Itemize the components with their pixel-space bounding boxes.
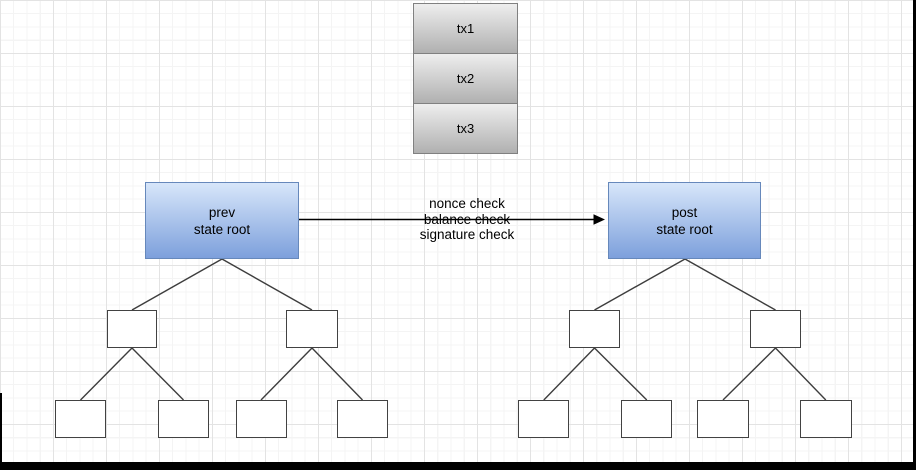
prev-state-root-box: prev state root (145, 182, 299, 259)
prev-tree-leaf-3 (236, 400, 287, 438)
post-tree-leaf-2 (621, 400, 672, 438)
tx2-label: tx2 (456, 71, 475, 86)
prev-state-root-label: prev state root (193, 204, 251, 237)
post-state-root-label: post state root (656, 204, 713, 237)
post-tree-leaf-1 (518, 400, 569, 438)
post-tree-mid-left (569, 310, 620, 348)
nonce-check-label: nonce check (429, 196, 505, 211)
transition-checks-label: nonce check balance check signature chec… (376, 196, 558, 243)
prev-tree-mid-left (107, 310, 157, 348)
tx2-box: tx2 (413, 53, 518, 104)
post-tree-leaf-3 (697, 400, 749, 438)
tx3-box: tx3 (413, 103, 518, 154)
prev-tree-leaf-1 (55, 400, 106, 438)
state-transition-arrow (299, 214, 605, 225)
post-tree-edges (543, 258, 827, 401)
tree-edges-and-arrow (80, 214, 827, 401)
prev-tree-leaf-2 (158, 400, 209, 438)
prev-tree-leaf-4 (337, 400, 388, 438)
tx1-label: tx1 (456, 21, 475, 36)
balance-check-label: balance check (423, 211, 511, 227)
prev-tree-edges (80, 258, 364, 401)
tx3-label: tx3 (456, 121, 475, 136)
signature-check-label: signature check (419, 227, 515, 242)
prev-tree-mid-right (286, 310, 338, 348)
diagram-canvas: tx1 tx2 tx3 prev state root post state r… (0, 0, 913, 462)
tx1-box: tx1 (413, 3, 518, 54)
post-state-root-box: post state root (608, 182, 761, 259)
post-tree-mid-right (750, 310, 801, 348)
canvas-left-edge (0, 393, 2, 470)
post-tree-leaf-4 (800, 400, 852, 438)
